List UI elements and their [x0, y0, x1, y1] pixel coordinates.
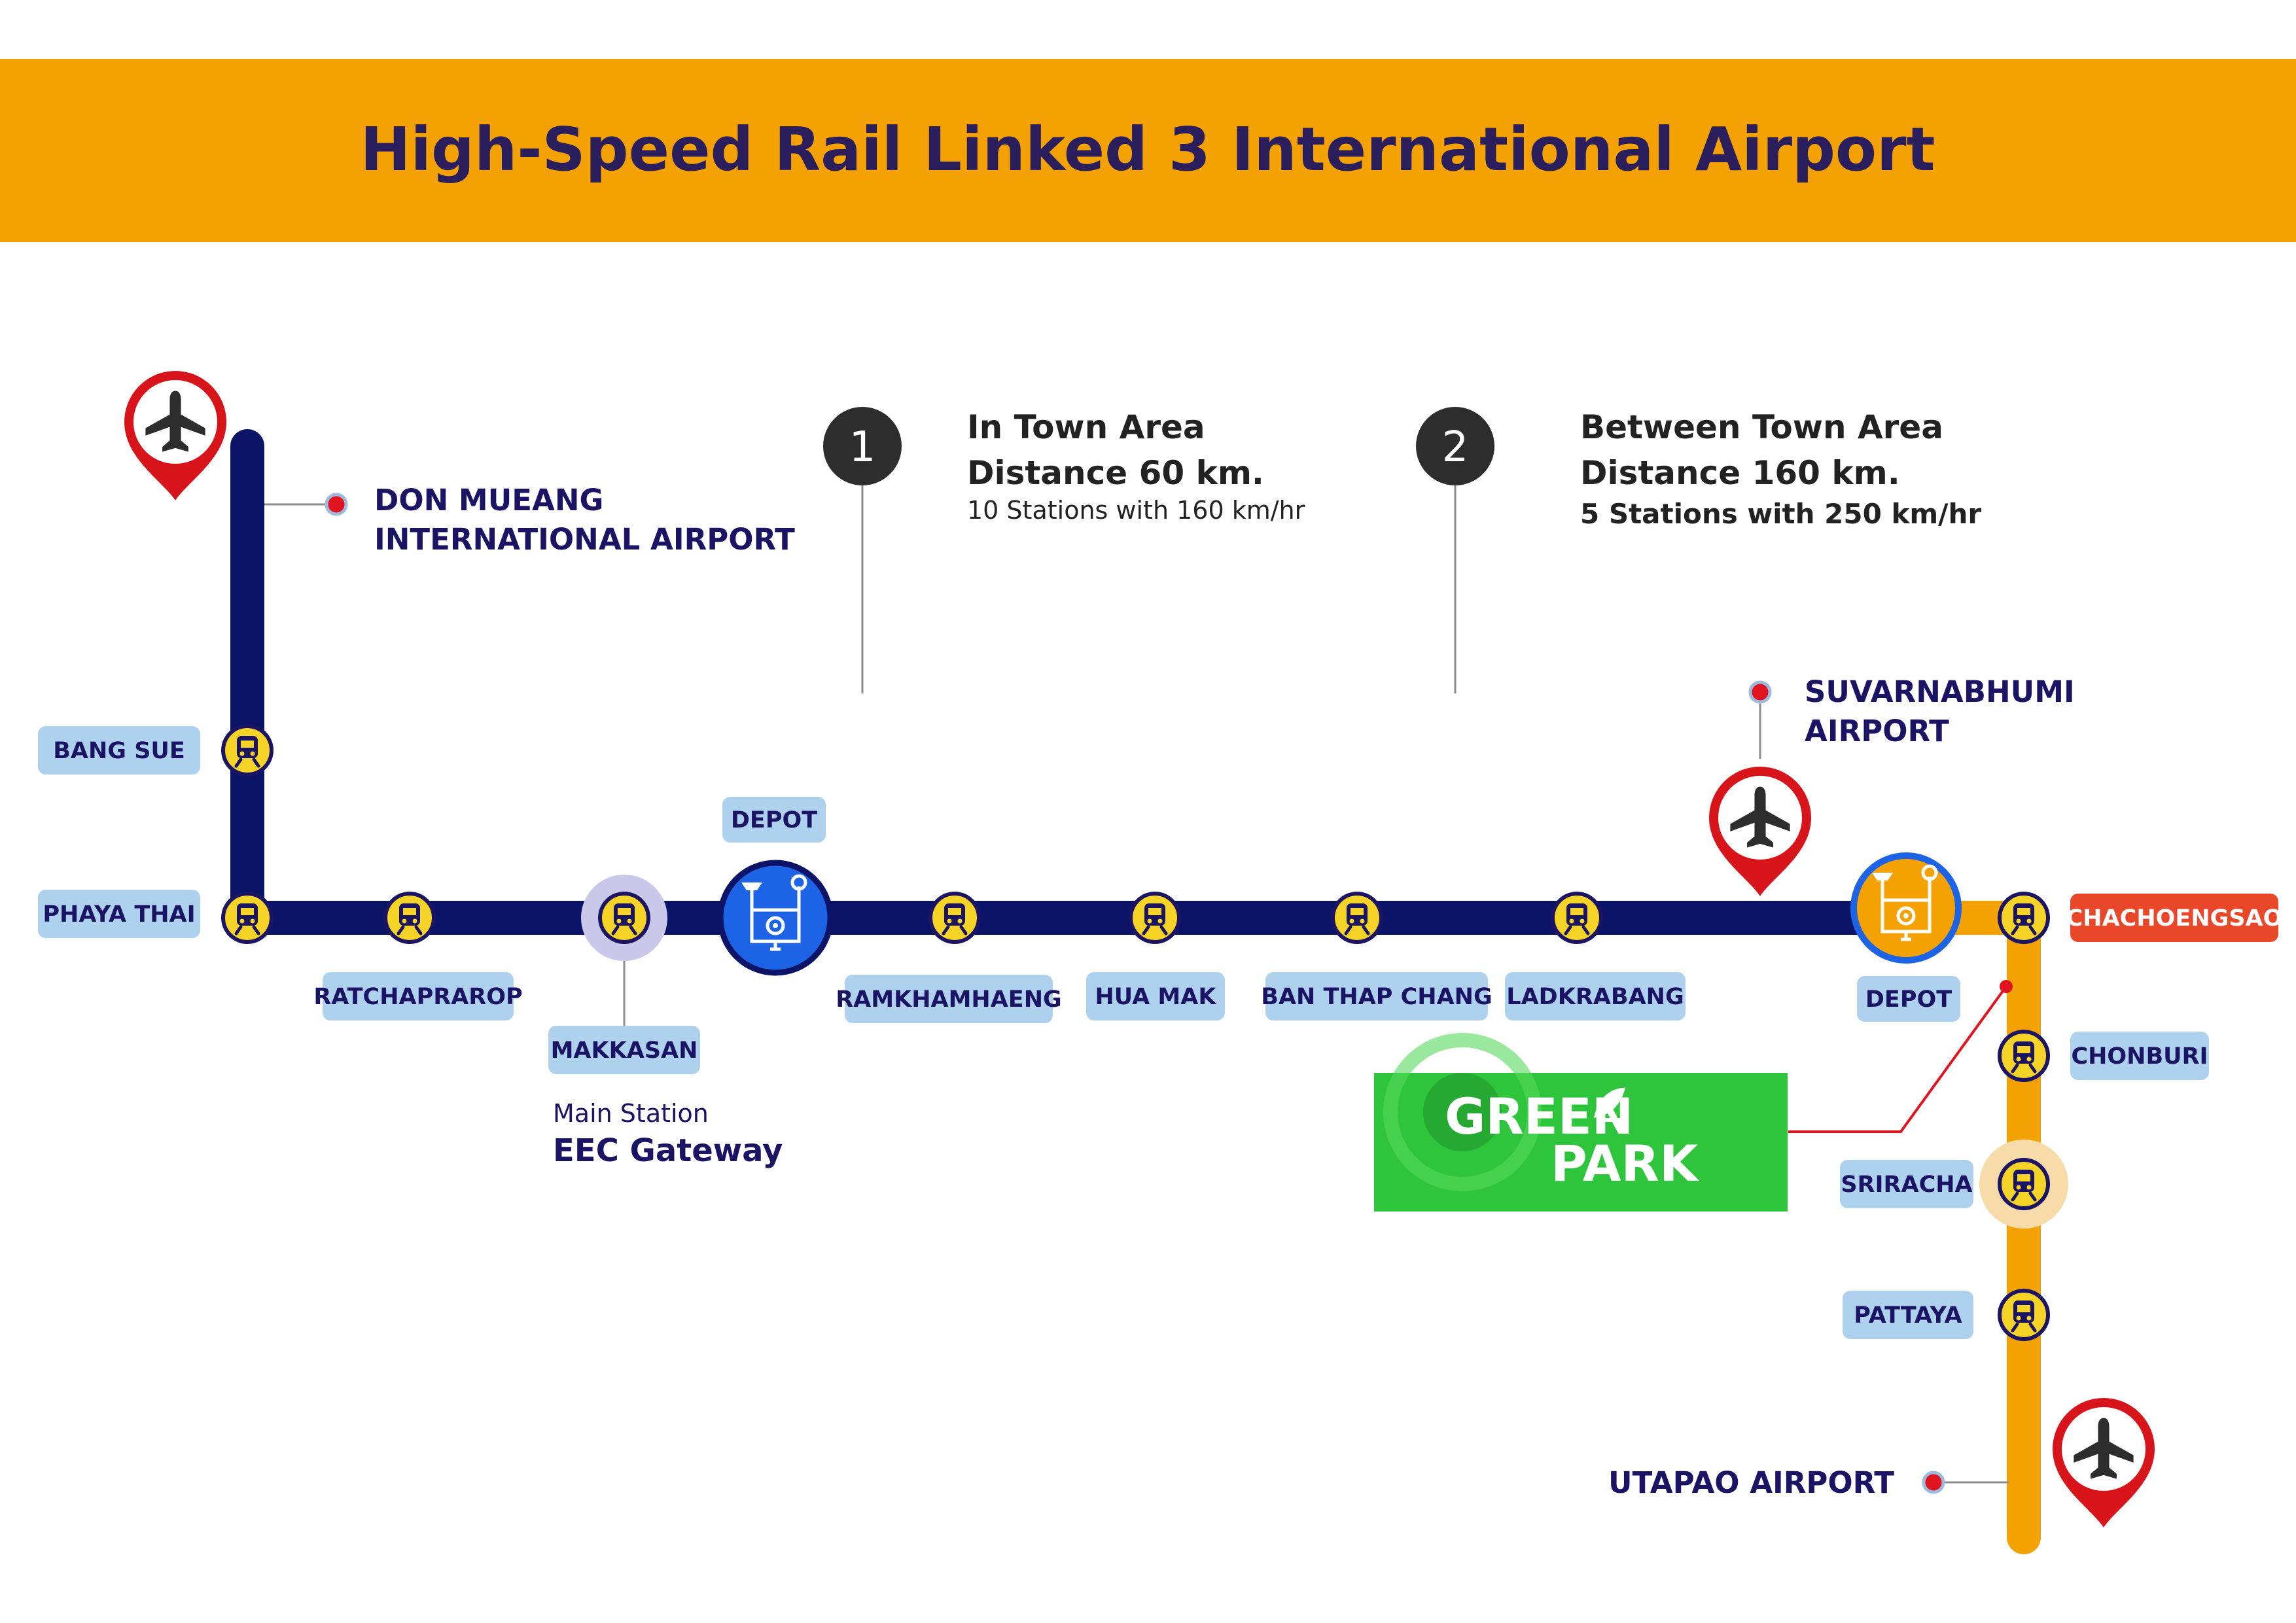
section-2-detail: 5 Stations with 250 km/hr: [1580, 498, 1981, 530]
station-ladkrabang[interactable]: [1551, 892, 1603, 944]
pill-label: DEPOT: [1865, 986, 1952, 1013]
don-mueang-dot: [325, 493, 348, 516]
pill-ramkhamhaeng[interactable]: RAMKHAMHAENG: [836, 975, 1062, 1023]
pill-label: HUA MAK: [1095, 984, 1218, 1010]
pill-label: PHAYA THAI: [43, 901, 195, 928]
airplane-pin-icon: [2053, 1398, 2155, 1527]
page-title: High-Speed Rail Linked 3 International A…: [360, 114, 1935, 184]
title-banner: [0, 59, 2296, 242]
station-phaya-thai[interactable]: [221, 892, 274, 944]
airplane-pin-icon: [1709, 767, 1811, 896]
pill-label: RAMKHAMHAENG: [836, 986, 1062, 1013]
airplane-pin-icon: [124, 371, 226, 500]
station-hua-mak[interactable]: [1129, 892, 1181, 944]
suvarnabhumi-label: AIRPORT: [1805, 714, 1949, 748]
pill-label: RATCHAPRAROP: [313, 984, 522, 1010]
pill-ladkrabang[interactable]: LADKRABANG: [1505, 972, 1686, 1021]
depot-west[interactable]: [717, 860, 834, 976]
pill-label: SRIRACHA: [1841, 1172, 1972, 1198]
station-bang-sue[interactable]: [221, 724, 274, 777]
section-2-marker: [1416, 407, 1494, 485]
station-ban-thap-chang[interactable]: [1331, 892, 1383, 944]
station-chonburi[interactable]: [1998, 1030, 2050, 1082]
section-1-detail: 10 Stations with 160 km/hr: [967, 496, 1305, 525]
pill-label: DEPOT: [731, 807, 817, 833]
utapao-dot: [1922, 1471, 1945, 1494]
station-chachoengsao[interactable]: [1998, 892, 2050, 944]
section-2-number: 2: [1442, 423, 1469, 472]
green-park-logo[interactable]: GREEN PARK: [1374, 1033, 1788, 1212]
pill-phaya-thai[interactable]: PHAYA THAI: [38, 890, 200, 938]
pill-label: MAKKASAN: [551, 1038, 698, 1064]
station-sriracha[interactable]: [1998, 1158, 2050, 1210]
leaf-icon: [1593, 1087, 1626, 1122]
pill-ratchaprarop[interactable]: RATCHAPRAROP: [313, 972, 523, 1021]
pill-sriracha[interactable]: SRIRACHA: [1840, 1160, 1973, 1208]
pill-label: PATTAYA: [1854, 1302, 1962, 1329]
suvarnabhumi-label: SUVARNABHUMI: [1805, 674, 2075, 709]
pill-depot-west[interactable]: DEPOT: [722, 797, 826, 843]
section-1-title: In Town Area: [967, 408, 1205, 446]
green-park-connector: [1788, 985, 2007, 1133]
pill-label: BAN THAP CHANG: [1261, 984, 1492, 1010]
pill-label: BANG SUE: [53, 738, 185, 764]
pill-hua-mak[interactable]: HUA MAK: [1086, 972, 1225, 1021]
section-1-distance: Distance 60 km.: [967, 454, 1264, 492]
pill-makkasan[interactable]: MAKKASAN: [548, 1026, 700, 1074]
section-2-title: Between Town Area: [1580, 408, 1943, 446]
don-mueang-label: DON MUEANG: [374, 483, 603, 517]
pill-label: CHONBURI: [2071, 1043, 2208, 1070]
green-park-dot: [2000, 980, 2013, 993]
pill-label: CHACHOENGSAO: [2066, 905, 2283, 932]
pill-depot-east[interactable]: DEPOT: [1857, 976, 1960, 1022]
pill-ban-thap-chang[interactable]: BAN THAP CHANG: [1261, 972, 1492, 1021]
section-1-number: 1: [849, 423, 876, 472]
green-park-word-1: GREEN: [1445, 1087, 1633, 1145]
suvarnabhumi-dot: [1748, 680, 1772, 704]
pill-chachoengsao[interactable]: CHACHOENGSAO: [2066, 894, 2283, 942]
utapao-label: UTAPAO AIRPORT: [1608, 1465, 1894, 1500]
pill-chonburi[interactable]: CHONBURI: [2070, 1032, 2209, 1080]
station-pattaya[interactable]: [1998, 1289, 2050, 1341]
main-station-name: EEC Gateway: [553, 1132, 783, 1169]
pill-label: LADKRABANG: [1506, 984, 1684, 1010]
pill-bang-sue[interactable]: BANG SUE: [38, 726, 200, 775]
main-station-caption: Main Station: [553, 1099, 709, 1128]
station-ramkhamhaeng[interactable]: [928, 892, 981, 944]
pill-pattaya[interactable]: PATTAYA: [1843, 1291, 1973, 1339]
green-park-word-2: PARK: [1551, 1134, 1700, 1193]
depot-east[interactable]: [1850, 852, 1962, 964]
section-2-distance: Distance 160 km.: [1580, 454, 1900, 492]
section-1-marker: [823, 407, 902, 485]
station-ratchaprarop[interactable]: [383, 892, 436, 944]
don-mueang-label: INTERNATIONAL AIRPORT: [374, 522, 795, 557]
station-makkasan[interactable]: [598, 892, 650, 944]
